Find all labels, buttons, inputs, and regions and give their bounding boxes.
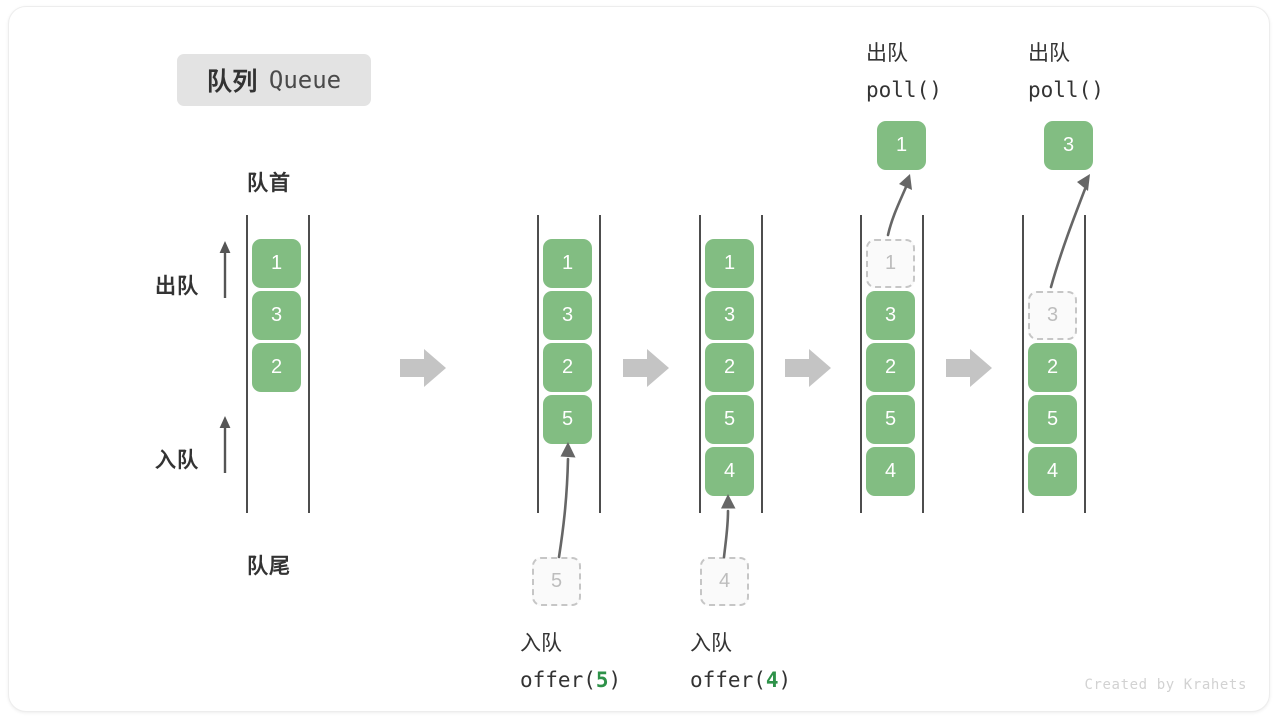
caption-code: offer(4) [690,668,792,692]
enqueue-direction-arrow [219,416,231,473]
transition-arrow [785,349,831,387]
queue-cell: 5 [866,395,915,444]
queue-rail-right-col1 [308,215,310,513]
queue-cell: 1 [705,239,754,288]
diagram-card: 队列 Queue 队首 队尾 出队 入队 1 3 2 1 3 2 5 5 入队 … [8,6,1270,712]
dequeue-arrow-col5 [1049,174,1090,289]
transition-arrow [623,349,669,387]
queue-cell: 2 [1028,343,1077,392]
front-label: 队首 [247,172,291,195]
queue-rail-left-col3 [699,215,701,513]
queue-cell: 3 [705,291,754,340]
header-poll-col5: 出队 poll() [1028,35,1104,109]
extracted-cell-col4: 1 [877,121,926,170]
ghost-cell-removed: 3 [1028,291,1077,340]
extracted-cell-col5: 3 [1044,121,1093,170]
queue-rail-right-col4 [922,215,924,513]
header-cn: 出队 [1028,42,1070,65]
queue-cell: 3 [866,291,915,340]
enqueue-direction-label: 入队 [155,449,199,472]
ghost-cell-incoming: 5 [532,557,581,606]
queue-cell: 2 [543,343,592,392]
queue-cell: 5 [1028,395,1077,444]
caption-offer-5: 入队 offer(5) [520,625,621,699]
ghost-cell-incoming: 4 [700,557,749,606]
enqueue-arrow-col2 [557,442,576,559]
caption-cn: 入队 [690,632,732,655]
queue-cell: 5 [705,395,754,444]
header-poll-col4: 出队 poll() [866,35,942,109]
title-english: Queue [268,66,342,94]
queue-cell: 4 [866,447,915,496]
enqueue-arrow-col3 [721,494,736,559]
queue-rail-right-col5 [1084,215,1086,513]
queue-cell: 2 [252,343,301,392]
queue-cell: 1 [252,239,301,288]
dequeue-direction-label: 出队 [155,275,199,298]
diagram-title-badge: 队列 Queue [177,54,371,106]
queue-cell-new: 4 [705,447,754,496]
caption-cn: 入队 [520,632,562,655]
queue-rail-left-col4 [860,215,862,513]
queue-cell: 3 [252,291,301,340]
title-chinese: 队列 [206,68,258,96]
header-code: poll() [1028,78,1104,102]
ghost-cell-removed: 1 [866,239,915,288]
dequeue-direction-arrow [219,241,231,298]
queue-cell: 1 [543,239,592,288]
queue-cell: 2 [866,343,915,392]
transition-arrow [946,349,992,387]
header-code: poll() [866,78,942,102]
queue-rail-right-col3 [761,215,763,513]
transition-arrow [400,349,446,387]
caption-code: offer(5) [520,668,622,692]
queue-rail-right-col2 [599,215,601,513]
queue-rail-left-col5 [1022,215,1024,513]
queue-rail-left-col2 [537,215,539,513]
caption-offer-4: 入队 offer(4) [690,625,791,699]
queue-cell: 2 [705,343,754,392]
dequeue-arrow-col4 [886,174,912,237]
rear-label: 队尾 [247,555,291,578]
queue-cell-new: 5 [543,395,592,444]
footer-credit: Created by Krahets [1084,677,1247,693]
queue-cell: 3 [543,291,592,340]
header-cn: 出队 [866,42,908,65]
queue-rail-left-col1 [246,215,248,513]
queue-cell: 4 [1028,447,1077,496]
